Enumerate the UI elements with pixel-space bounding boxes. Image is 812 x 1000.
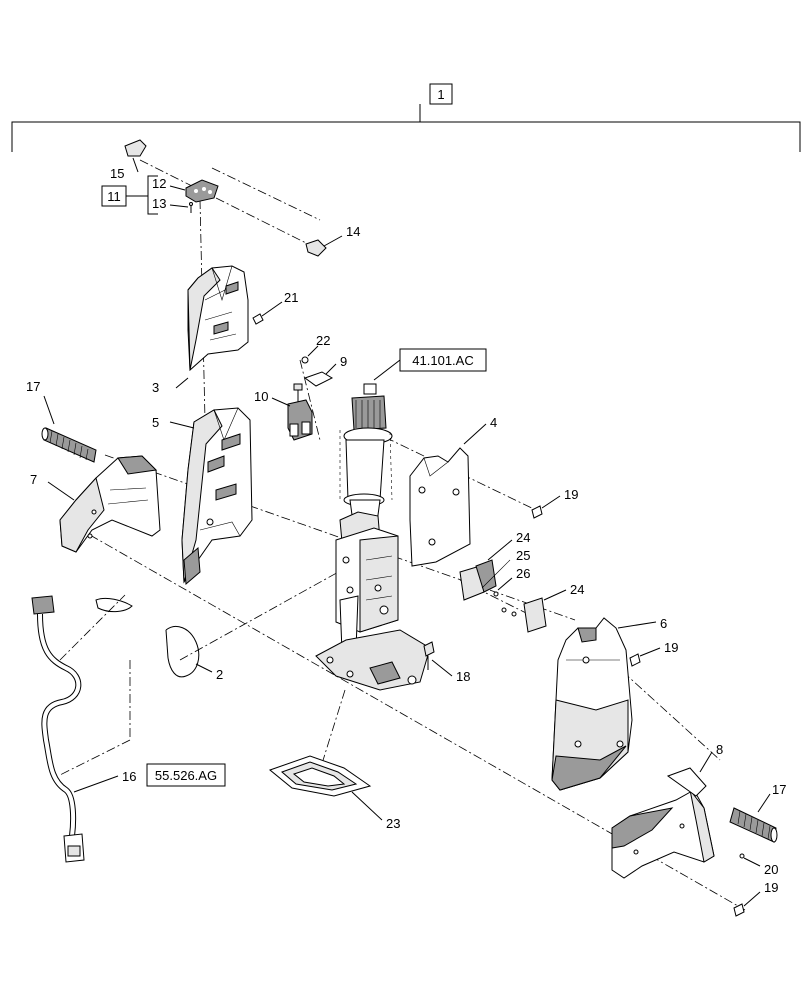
part-4-rear-shroud	[409, 423, 487, 567]
ref-box-bottom	[146, 763, 226, 787]
ref-top-label: 41.101.AC	[412, 353, 473, 368]
part-17-left-grip	[41, 395, 97, 463]
part-2-cable-tie	[165, 626, 213, 678]
part-19-screw-c	[733, 891, 761, 917]
label-19-a: 19	[564, 487, 578, 502]
part-24-pad-b	[501, 589, 567, 633]
label-8: 8	[716, 742, 723, 757]
part-21-screw	[252, 301, 283, 325]
label-5: 5	[152, 415, 159, 430]
label-25: 25	[516, 548, 530, 563]
label-16: 16	[122, 769, 136, 784]
center-lines	[59, 159, 746, 911]
assembly-bracket: 1	[11, 83, 801, 152]
part-18-bolt	[423, 641, 453, 677]
label-19-b: 19	[664, 640, 678, 655]
part-10-switch	[271, 383, 313, 441]
label-17-left: 17	[26, 379, 40, 394]
label-17-right: 17	[772, 782, 786, 797]
part-20-pin	[739, 853, 761, 867]
label-15: 15	[110, 166, 124, 181]
label-21: 21	[284, 290, 298, 305]
label-24-b: 24	[570, 582, 584, 597]
label-assembly: 1	[437, 87, 444, 102]
part-24-pad-a	[459, 539, 513, 601]
label-19-c: 19	[764, 880, 778, 895]
label-3: 3	[152, 380, 159, 395]
part-17-right-grip	[729, 793, 778, 843]
part-8-lever-housing	[611, 751, 715, 879]
label-20: 20	[764, 862, 778, 877]
label-14: 14	[346, 224, 360, 239]
part-19-screw-a	[531, 495, 561, 519]
label-12: 12	[152, 176, 166, 191]
harness-tie	[95, 597, 133, 613]
part-7-lever-housing	[47, 455, 161, 553]
part-5-mid-shroud	[169, 407, 253, 586]
label-7: 7	[30, 472, 37, 487]
label-10: 10	[254, 389, 268, 404]
part-25-plate	[481, 559, 511, 589]
label-6: 6	[660, 616, 667, 631]
label-23: 23	[386, 816, 400, 831]
part-12-cap	[185, 179, 219, 203]
label-11: 11	[107, 189, 121, 204]
label-24-a: 24	[516, 530, 530, 545]
bracket-11	[101, 175, 189, 215]
label-26: 26	[516, 566, 530, 581]
part-15-clip	[124, 139, 147, 173]
part-6-lower-shroud	[551, 617, 657, 791]
label-22: 22	[316, 333, 330, 348]
part-14-clip	[305, 235, 343, 257]
part-22-screw	[301, 345, 319, 364]
label-9: 9	[340, 354, 347, 369]
part-26-screw	[493, 577, 513, 597]
label-4: 4	[490, 415, 497, 430]
steering-column	[315, 383, 431, 691]
ref-bottom-label: 55.526.AG	[155, 768, 217, 783]
part-3-upper-shroud	[175, 265, 249, 389]
part-16-harness	[31, 595, 119, 863]
part-19-screw-b	[629, 647, 661, 667]
ref-box-top	[373, 348, 487, 381]
part-13-pin	[189, 202, 193, 213]
label-2: 2	[216, 667, 223, 682]
label-18: 18	[456, 669, 470, 684]
part-9-bracket	[303, 363, 337, 387]
label-13: 13	[152, 196, 166, 211]
part-23-floor-seal	[268, 755, 383, 821]
